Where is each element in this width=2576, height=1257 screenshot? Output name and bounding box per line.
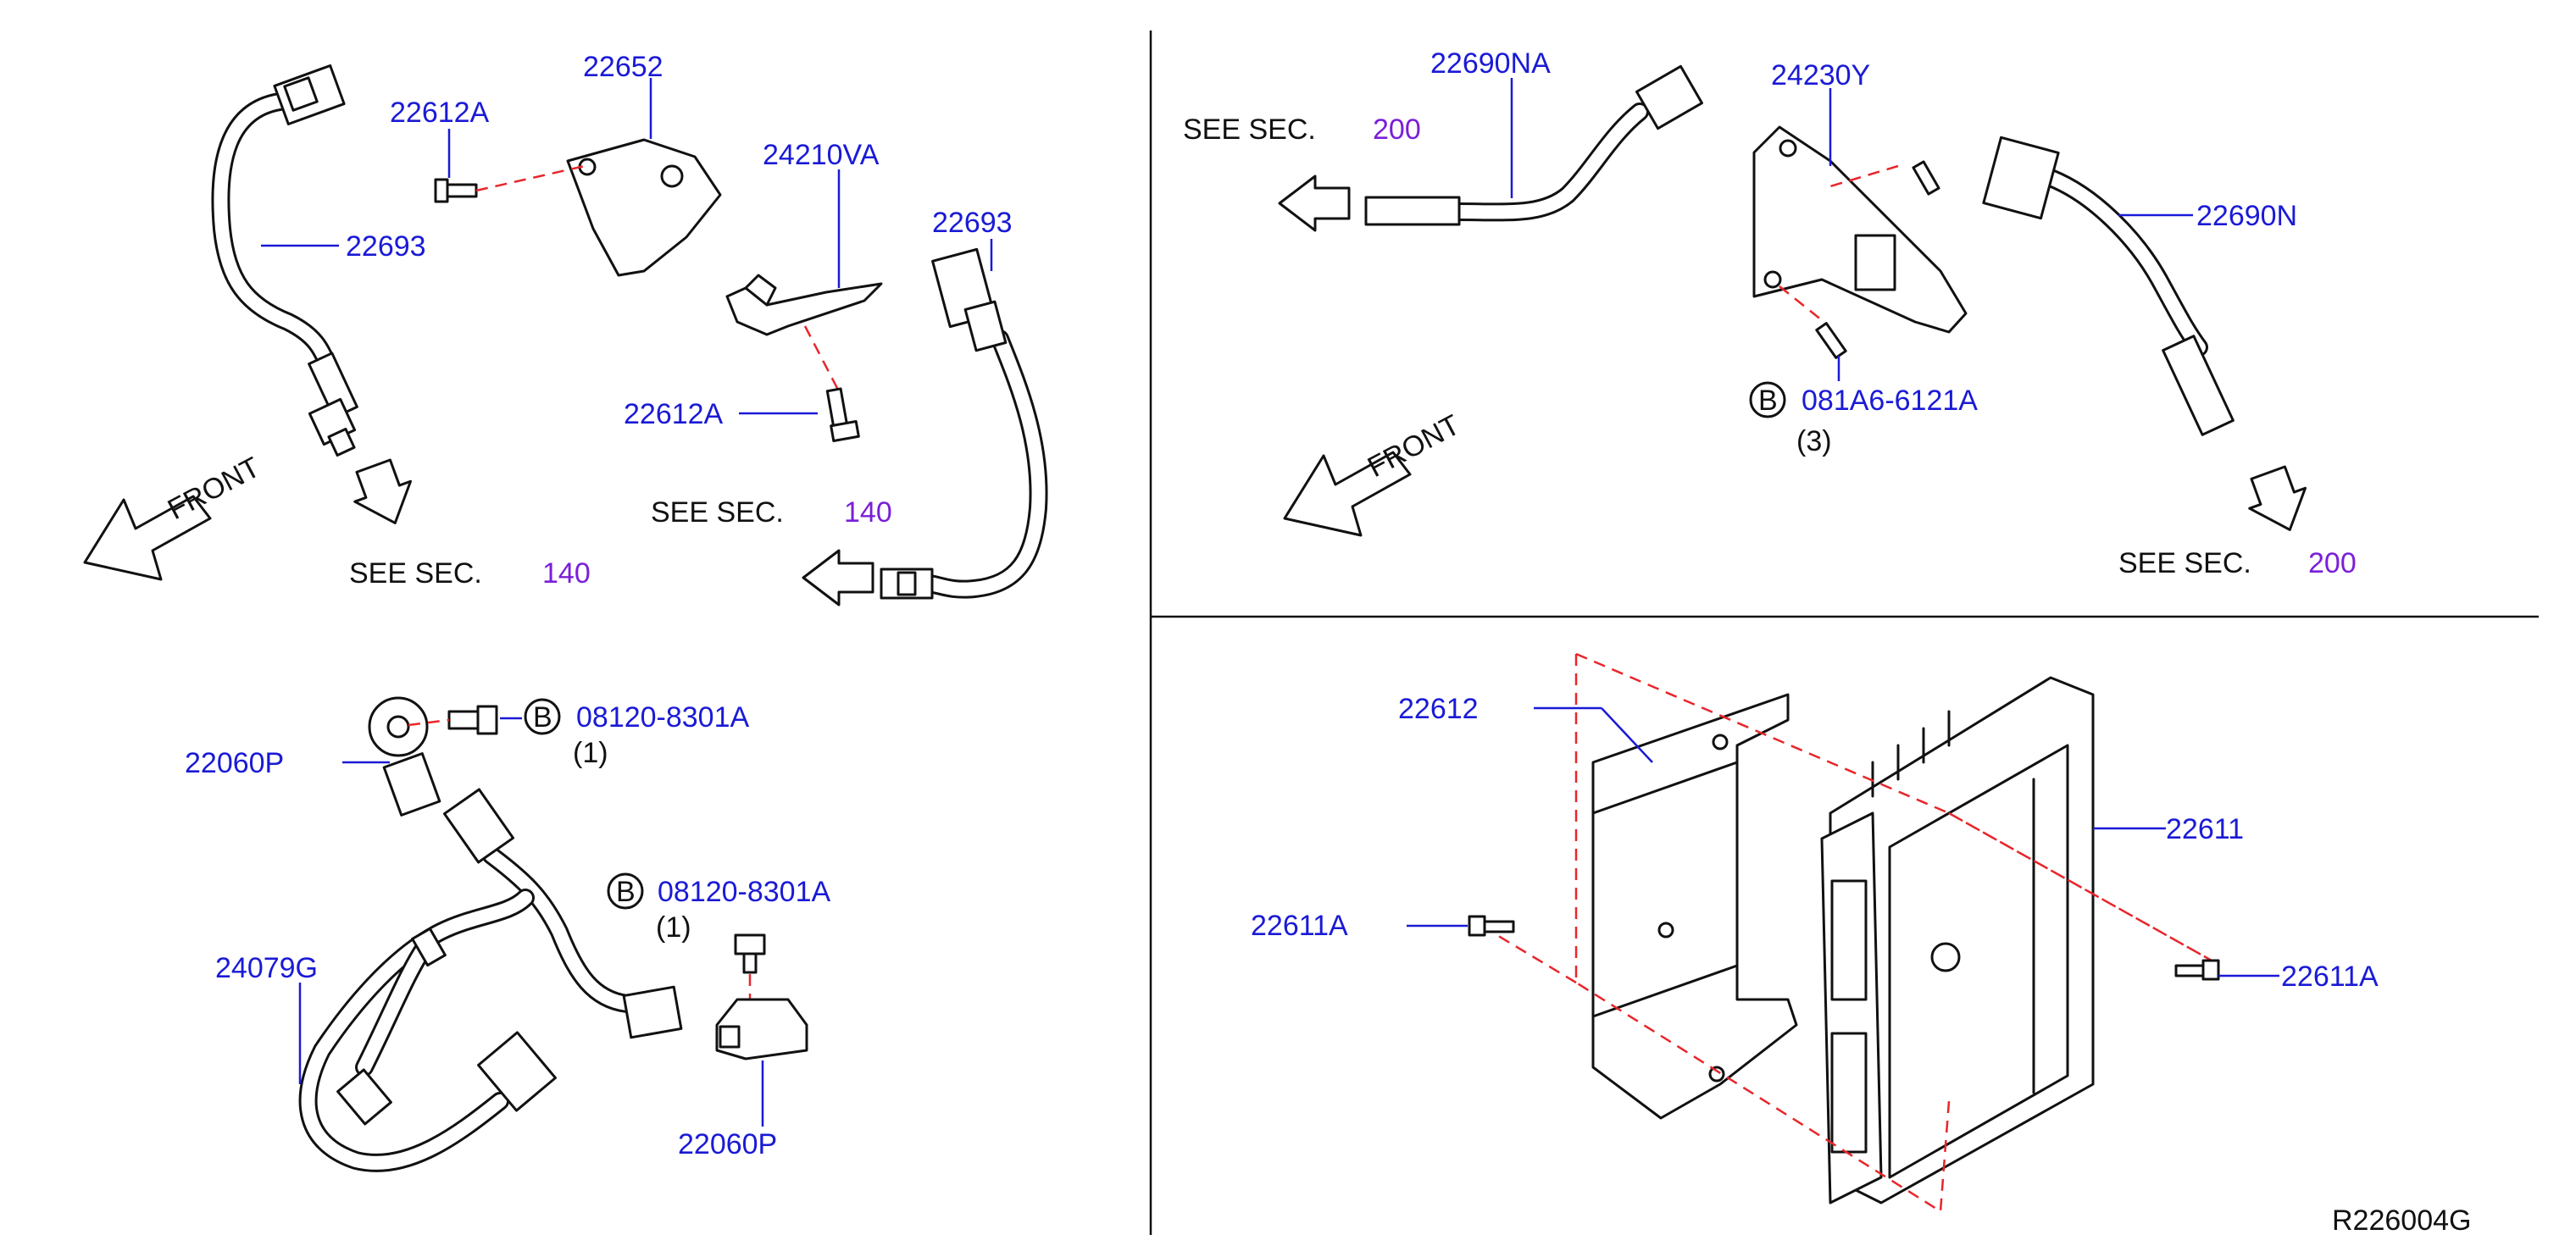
- label-08120-8301A-mid: 08120-8301A: [658, 876, 831, 908]
- ecm-22611: [1820, 676, 2095, 1204]
- label-22693-left: 22693: [346, 230, 426, 263]
- qty-1-top: (1): [573, 737, 608, 769]
- label-22690N: 22690N: [2196, 200, 2297, 232]
- label-22611: 22611: [2166, 813, 2244, 845]
- bolt-08120-mid: [734, 933, 766, 974]
- front-label-right: FRONT: [1363, 409, 1465, 485]
- label-22693-right: 22693: [932, 207, 1013, 239]
- label-22060P-bottom: 22060P: [678, 1128, 777, 1160]
- bolt-b-symbol-mid: B: [616, 876, 636, 908]
- bolt-081A6: [1815, 322, 1847, 359]
- bolt-b-circle-topright: [1749, 381, 1786, 418]
- bracket-22652: [566, 138, 722, 277]
- sec-num-200-bottom: 200: [2308, 547, 2357, 579]
- oxygen-sensor-left: [211, 64, 358, 457]
- bolt-b-symbol-topright: B: [1758, 385, 1778, 417]
- label-22652: 22652: [583, 51, 663, 83]
- sec-num-140-right: 140: [844, 496, 892, 529]
- arrow-down-icon: [353, 458, 413, 524]
- see-sec-140-left: SEE SEC.: [349, 557, 482, 590]
- front-label-left: FRONT: [163, 451, 265, 527]
- qty-1-mid: (1): [656, 911, 691, 944]
- qty-3: (3): [1796, 425, 1832, 457]
- arrow-left-icon: [802, 549, 874, 606]
- bolt-b-circle-mid: [607, 872, 644, 910]
- label-22612A-top: 22612A: [390, 97, 490, 129]
- label-24079G: 24079G: [215, 952, 318, 984]
- bracket-24210VA: [725, 274, 883, 336]
- bracket-24230Y: [1752, 125, 1968, 334]
- label-22060P-left: 22060P: [185, 747, 284, 779]
- see-sec-200-top: SEE SEC.: [1183, 114, 1316, 146]
- label-24230Y: 24230Y: [1771, 59, 1870, 91]
- diagram-code: R226004G: [2332, 1204, 2471, 1237]
- ecm-bracket-22612: [1591, 693, 1798, 1120]
- bolt-22612A-mid: [825, 387, 860, 442]
- bolt-24230-top: [1912, 160, 1940, 196]
- front-arrow-icon-right: [1283, 451, 1412, 537]
- label-24210VA: 24210VA: [763, 139, 880, 171]
- bolt-22611A-right: [2174, 959, 2220, 981]
- bolt-22611A-left: [1468, 915, 1515, 937]
- bolt-b-symbol-top: B: [533, 701, 552, 734]
- bolt-22612A-top: [434, 178, 478, 203]
- knock-sensor-bottom: [715, 998, 808, 1060]
- label-22611A-left: 22611A: [1251, 910, 1348, 942]
- knock-sensor-top: [368, 696, 441, 817]
- front-arrow-icon: [83, 495, 212, 581]
- arrow-down-icon-200: [2248, 465, 2307, 531]
- sec-num-140-left: 140: [542, 557, 591, 590]
- bolt-08120-top: [447, 705, 498, 735]
- bolt-b-circle-top: [524, 698, 561, 735]
- label-08120-8301A-top: 08120-8301A: [576, 701, 750, 734]
- see-sec-140-right: SEE SEC.: [651, 496, 784, 529]
- label-22690NA: 22690NA: [1430, 47, 1551, 80]
- label-22612: 22612: [1398, 693, 1479, 725]
- sec-num-200-top: 200: [1373, 114, 1421, 146]
- see-sec-200-bottom: SEE SEC.: [2118, 547, 2251, 579]
- label-22612A-mid: 22612A: [624, 398, 724, 430]
- oxygen-sensor-right: [880, 247, 1048, 600]
- label-081A6-6121A: 081A6-6121A: [1802, 385, 1978, 417]
- oxygen-sensor-22690NA: [1364, 64, 1703, 226]
- harness-24079G: [298, 788, 683, 1172]
- label-22611A-right: 22611A: [2281, 961, 2379, 993]
- assembly-guide-lines: [1491, 652, 2212, 1214]
- oxygen-sensor-22690N: [1982, 136, 2235, 436]
- arrow-left-icon-200: [1278, 174, 1351, 232]
